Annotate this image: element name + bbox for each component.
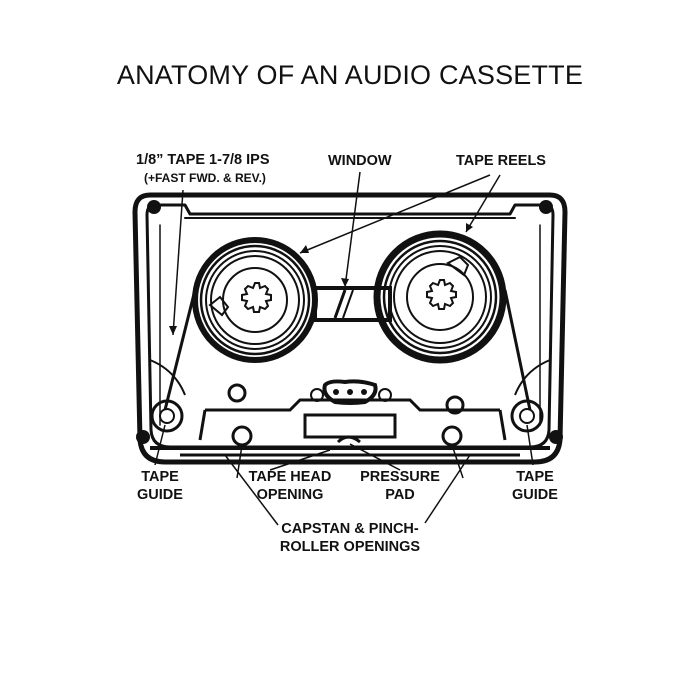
leader-guide-left	[154, 424, 166, 466]
label-pressure-pad-line1: PRESSURE	[360, 469, 440, 485]
screw-top-right	[539, 200, 553, 214]
cassette-shell-outline	[132, 192, 568, 465]
leader-capstan-left-a	[224, 454, 279, 526]
right-hub-sprocket	[426, 279, 457, 310]
screw-bottom-right	[549, 430, 563, 444]
leader-capstan-left-b	[236, 444, 243, 479]
label-tape-guide-left-line2: GUIDE	[137, 487, 183, 503]
screw-top-left	[147, 200, 161, 214]
tape-path-left	[163, 289, 197, 411]
label-window: WINDOW	[328, 153, 392, 169]
label-tape-guide-left-line1: TAPE	[141, 469, 179, 485]
leader-reels-left	[299, 174, 491, 254]
leader-lines	[154, 171, 534, 526]
label-tape-head-line1: TAPE HEAD	[248, 469, 332, 485]
label-tape-head-opening: TAPE HEAD OPENING	[240, 468, 340, 504]
tape-reel-left	[192, 237, 318, 363]
label-tape-reels: TAPE REELS	[456, 153, 546, 169]
leader-capstan-right-b	[451, 444, 464, 479]
tape-guide-right-roller	[510, 399, 544, 433]
leader-reels-right	[465, 174, 501, 233]
label-capstan-line2: ROLLER OPENINGS	[279, 539, 421, 555]
tape-reel-right	[373, 230, 507, 364]
label-tape-spec-line1: 1/8” TAPE 1-7/8 IPS	[136, 152, 270, 168]
corner-screws	[136, 200, 563, 444]
label-pressure-pad: PRESSURE PAD	[352, 468, 448, 504]
label-pressure-pad-line2: PAD	[385, 487, 415, 503]
label-tape-spec-sub: (+FAST FWD. & REV.)	[144, 171, 266, 185]
tape-guide-left-roller	[150, 399, 184, 433]
label-tape-guide-right-line2: GUIDE	[512, 487, 558, 503]
label-tape-spec: 1/8” TAPE 1-7/8 IPS	[136, 151, 270, 169]
leader-tape-spec	[172, 189, 184, 336]
leader-pressure-pad	[349, 443, 401, 471]
leader-tape-head	[269, 449, 331, 471]
screw-bottom-left	[136, 430, 150, 444]
pressure-pad	[336, 435, 361, 444]
diagram-title: ANATOMY OF AN AUDIO CASSETTE	[116, 60, 584, 90]
label-tape-guide-right: TAPE GUIDE	[505, 468, 565, 504]
capstan-right	[441, 425, 463, 447]
tape-head-opening-area	[303, 413, 397, 439]
leader-capstan-right-a	[424, 454, 471, 524]
label-tape-head-line2: OPENING	[256, 487, 324, 503]
label-tape-guide-right-line1: TAPE	[516, 469, 554, 485]
tape-path-right	[503, 289, 532, 411]
leader-guide-right	[526, 424, 534, 466]
left-hub-sprocket	[241, 282, 272, 313]
label-capstan-line1: CAPSTAN & PINCH-	[281, 521, 419, 537]
label-capstan-pinch-roller: CAPSTAN & PINCH- ROLLER OPENINGS	[270, 520, 430, 556]
capstan-left	[231, 425, 253, 447]
leader-window	[344, 171, 361, 288]
label-tape-guide-left: TAPE GUIDE	[130, 468, 190, 504]
